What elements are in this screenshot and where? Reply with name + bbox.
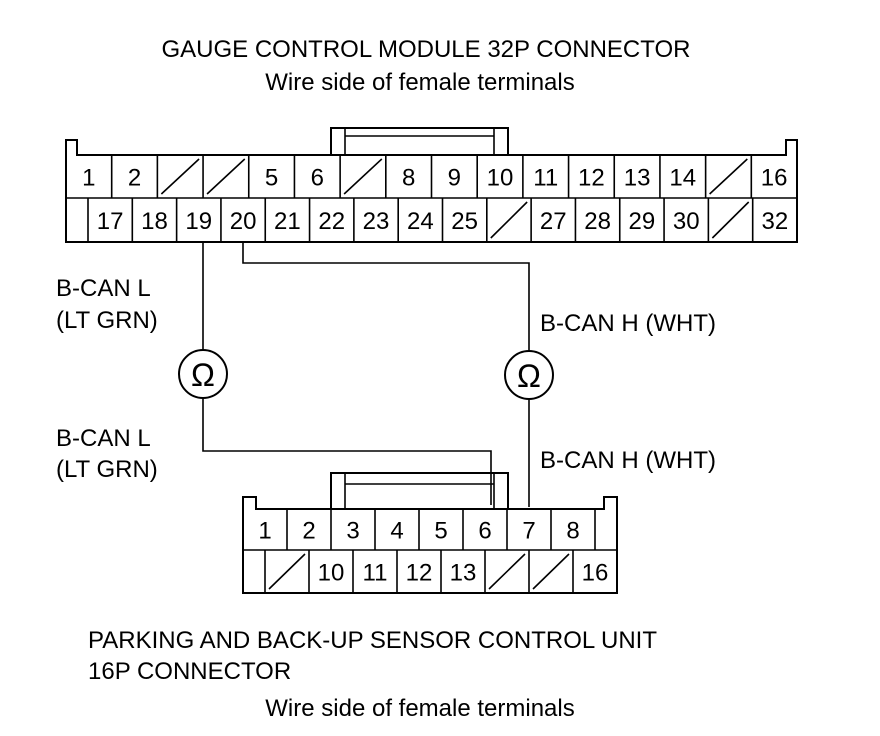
bottom-connector-lock-tab: [330, 472, 509, 509]
pin-number: 1: [258, 518, 271, 545]
ohm-icon: Ω: [191, 357, 215, 393]
pin-number: 14: [669, 165, 696, 192]
pin-number: 2: [302, 518, 315, 545]
can-l-lower-label-color: (LT GRN): [56, 456, 158, 483]
pin-number: 12: [578, 165, 605, 192]
pin-number: 4: [390, 518, 403, 545]
top-connector-body: [65, 139, 798, 243]
pin-number: 32: [761, 208, 788, 235]
pin-number: 16: [761, 165, 788, 192]
empty-cavity-slash: [490, 201, 528, 239]
can-l-upper-label-color: (LT GRN): [56, 307, 158, 334]
empty-cavity-slash: [709, 158, 748, 195]
pin-number: 2: [128, 165, 141, 192]
pin-number: 7: [522, 518, 535, 545]
pin-number: 5: [265, 165, 278, 192]
pin-number: 10: [487, 165, 514, 192]
wire-can-h-upper: [242, 242, 530, 352]
can-l-lower-label-name: B-CAN L: [56, 425, 151, 452]
pin-number: 30: [673, 208, 700, 235]
ohmmeter-right-circle: [504, 350, 554, 400]
pin-number: 8: [566, 518, 579, 545]
pin-number: 6: [478, 518, 491, 545]
pin-number: 13: [624, 165, 651, 192]
bottom-connector-body: [242, 496, 618, 594]
can-h-lower-label: B-CAN H (WHT): [540, 447, 716, 474]
ohm-icon: Ω: [517, 358, 541, 394]
pin-number: 17: [97, 208, 124, 235]
ohmmeter-right: Ω: [504, 350, 554, 400]
pin-number: 18: [141, 208, 168, 235]
top-connector-lock-tab: [330, 127, 509, 155]
pin-number: 5: [434, 518, 447, 545]
pin-number: 19: [185, 208, 212, 235]
pin-number: 9: [448, 165, 461, 192]
ohmmeter-left: Ω: [178, 349, 228, 399]
wires: [202, 242, 530, 507]
bottom-connector-row1: 1 2 3 4 5 6 7 8: [258, 509, 596, 550]
empty-cavity-slash: [532, 553, 570, 590]
bottom-connector-row2: 10 11 12 13 16: [264, 550, 609, 593]
pin-number: 11: [533, 165, 558, 192]
pin-number: 20: [230, 208, 257, 235]
pin-number: 28: [584, 208, 611, 235]
top-connector-subtitle: Wire side of female terminals: [265, 69, 574, 96]
pin-number: 21: [274, 208, 301, 235]
pin-number: 24: [407, 208, 434, 235]
empty-cavity-slash: [343, 158, 383, 195]
pin-number: 1: [82, 165, 95, 192]
pin-number: 22: [318, 208, 345, 235]
pin-number: 3: [346, 518, 359, 545]
bottom-connector-title: PARKING AND BACK-UP SENSOR CONTROL UNIT: [88, 627, 657, 654]
pin-number: 13: [450, 560, 477, 587]
bottom-connector-size: 16P CONNECTOR: [88, 658, 291, 685]
empty-cavity-slash: [268, 553, 306, 590]
pin-number: 23: [363, 208, 390, 235]
can-h-upper-label: B-CAN H (WHT): [540, 310, 716, 337]
pin-number: 27: [540, 208, 567, 235]
top-connector-row2: 17 18 19 20 21 22 23 24 25 27 28 29 30 32: [87, 198, 788, 242]
pin-number: 12: [406, 560, 433, 587]
pin-number: 25: [451, 208, 478, 235]
pin-number: 8: [402, 165, 415, 192]
empty-cavity-slash: [711, 201, 750, 239]
empty-cavity-slash: [488, 553, 526, 590]
pin-number: 11: [363, 560, 388, 587]
empty-cavity-slash: [160, 158, 200, 195]
pin-number: 6: [311, 165, 324, 192]
top-connector-title: GAUGE CONTROL MODULE 32P CONNECTOR: [162, 36, 691, 63]
bottom-connector-subtitle: Wire side of female terminals: [265, 695, 574, 722]
pin-number: 29: [629, 208, 656, 235]
wire-can-l-lower: [202, 398, 492, 505]
empty-cavity-slash: [206, 158, 246, 195]
ohmmeter-left-circle: [178, 349, 228, 399]
can-l-upper-label-name: B-CAN L: [56, 275, 151, 302]
pin-number: 16: [582, 560, 609, 587]
pin-number: 10: [318, 560, 345, 587]
